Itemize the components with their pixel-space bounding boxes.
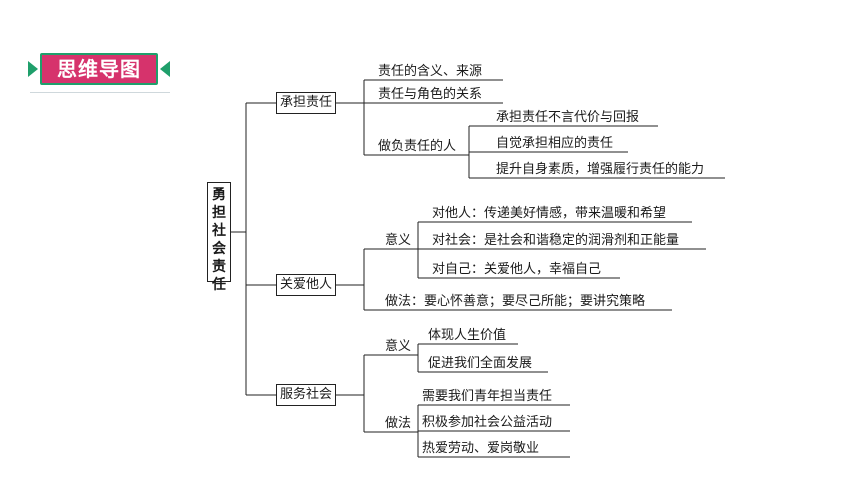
leaf-item: 体现人生价值 xyxy=(428,328,507,343)
branch-label: 服务社会 xyxy=(279,387,332,402)
sub-node-label: 意义 xyxy=(385,233,412,248)
branch-node-responsibility: 承担责任 xyxy=(276,92,336,114)
leaf-item: 责任与角色的关系 xyxy=(378,87,483,102)
badge-background xyxy=(40,53,158,85)
sub-node-label: 做负责任的人 xyxy=(378,139,457,154)
leaf-item: 需要我们青年担当责任 xyxy=(422,389,553,404)
leaf-item: 提升自身素质，增强履行责任的能力 xyxy=(496,162,705,177)
left-triangle-icon xyxy=(28,61,38,77)
leaf-item: 承担责任不言代价与回报 xyxy=(496,110,640,125)
branch-label: 关爱他人 xyxy=(279,277,332,292)
leaf-item: 积极参加社会公益活动 xyxy=(422,415,553,430)
title-underline xyxy=(30,92,170,93)
leaf-item: 热爱劳动、爱岗敬业 xyxy=(422,441,540,456)
branch-node-care-others: 关爱他人 xyxy=(276,274,336,296)
leaf-item: 做法：要心怀善意；要尽己所能；要讲究策略 xyxy=(385,294,646,309)
root-label: 勇担社会责任 xyxy=(212,187,226,293)
branch-node-serve-society: 服务社会 xyxy=(276,384,336,406)
leaf-item: 对社会：是社会和谐稳定的润滑剂和正能量 xyxy=(432,233,680,248)
leaf-item: 促进我们全面发展 xyxy=(428,356,533,371)
mind-map-badge: 思维导图 xyxy=(28,50,170,88)
leaf-item: 自觉承担相应的责任 xyxy=(496,136,614,151)
branch-label: 承担责任 xyxy=(279,95,332,110)
page-title: 思维导图 xyxy=(57,57,141,81)
root-node: 勇担社会责任 xyxy=(207,182,231,293)
leaf-item: 对他人：传递美好情感，带来温暖和希望 xyxy=(432,206,667,221)
leaf-item: 对自己：关爱他人，幸福自己 xyxy=(432,262,602,277)
sub-node-label: 意义 xyxy=(385,339,412,354)
sub-node-label: 做法 xyxy=(385,416,412,431)
right-triangle-icon xyxy=(160,61,170,77)
leaf-item: 责任的含义、来源 xyxy=(378,64,483,79)
